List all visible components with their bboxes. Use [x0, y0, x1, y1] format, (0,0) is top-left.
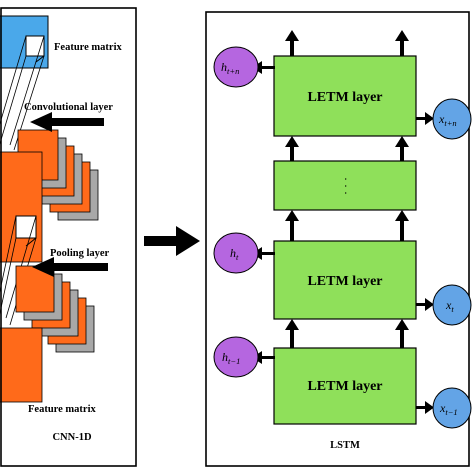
cnn-panel: Feature matrix Convolutional layer Pooli…	[0, 7, 137, 467]
kernel-window-top	[25, 35, 45, 57]
letm-label-top: LETM layer	[307, 90, 382, 105]
hidden-state-bottom: ht−1	[213, 336, 259, 378]
input-state-bottom: xt−1	[432, 387, 472, 429]
hidden-arrows	[252, 61, 275, 364]
svg-text:xt−1: xt−1	[439, 401, 458, 417]
conv-arrow	[30, 112, 104, 132]
conv-feature-maps	[0, 129, 99, 263]
letm-block-top	[273, 55, 417, 137]
cnn-to-lstm-arrow	[144, 226, 200, 256]
label-convolutional-layer: Convolutional layer	[24, 102, 113, 113]
svg-text:ht: ht	[230, 246, 239, 262]
svg-text:ht−1: ht−1	[222, 350, 240, 366]
ellipsis-label: · · ·	[339, 177, 353, 195]
lstm-frame	[205, 11, 470, 467]
lstm-panel: LETM layer · · · LETM layer LETM layer h…	[205, 11, 472, 467]
label-feature-matrix-top: Feature matrix	[54, 42, 122, 53]
letm-label-mid: LETM layer	[307, 274, 382, 289]
hidden-state-top: ht+n	[213, 46, 259, 88]
label-pooling-layer: Pooling layer	[50, 248, 110, 259]
cnn-frame	[0, 7, 137, 467]
svg-text:xt+n: xt+n	[438, 112, 457, 128]
input-state-mid: xt	[432, 284, 472, 326]
letm-block-mid	[273, 240, 417, 320]
pooling-feature-maps	[0, 265, 95, 403]
hidden-state-mid: ht	[213, 232, 259, 274]
label-lstm-caption: LSTM	[330, 440, 360, 451]
pool-arrow	[32, 257, 108, 277]
label-cnn-caption: CNN-1D	[52, 432, 91, 443]
input-state-top: xt+n	[432, 98, 472, 140]
letm-block-bottom	[273, 347, 417, 425]
label-feature-matrix-bottom: Feature matrix	[28, 404, 96, 415]
svg-text:ht+n: ht+n	[221, 60, 239, 76]
up-arrows	[285, 30, 409, 348]
svg-text:xt: xt	[445, 298, 454, 314]
input-arrows	[416, 112, 434, 414]
letm-block-ellipsis	[273, 160, 417, 211]
letm-label-bottom: LETM layer	[307, 379, 382, 394]
